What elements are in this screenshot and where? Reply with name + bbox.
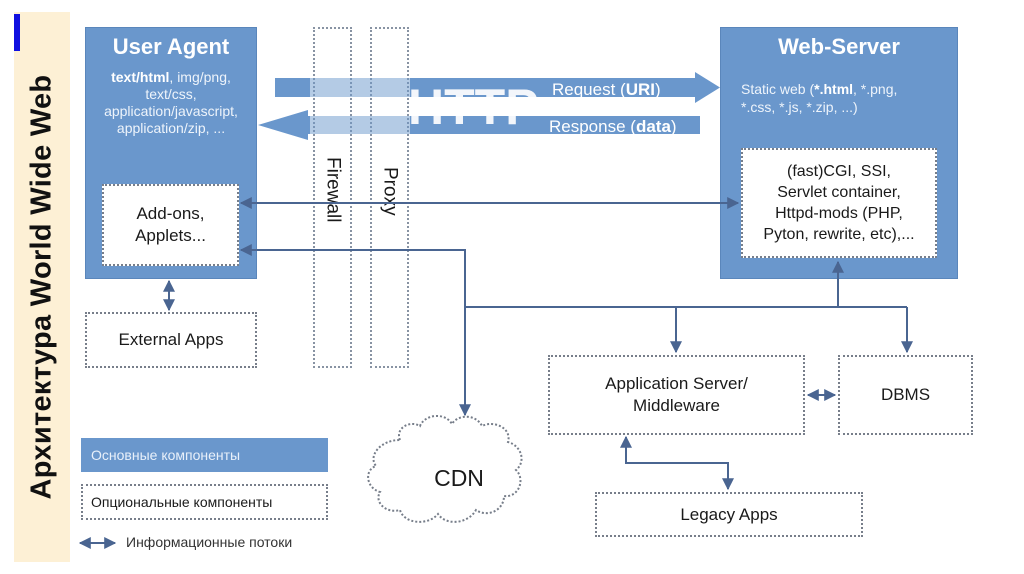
external-apps-label: External Apps bbox=[118, 330, 224, 349]
application-server-box[interactable]: Application Server/Middleware bbox=[548, 355, 805, 435]
dynamic-line4: Pyton, rewrite, etc),... bbox=[763, 226, 915, 243]
static-web-bold: *.html bbox=[814, 81, 854, 97]
http-request-arrow bbox=[275, 72, 720, 103]
http-request-label: Request (URI) bbox=[552, 80, 661, 99]
http-response-label: Response (data) bbox=[549, 117, 677, 136]
content-types-line1: , img/png, bbox=[169, 69, 231, 85]
legend-main-label: Основные компоненты bbox=[91, 447, 241, 463]
title-accent-mark bbox=[14, 14, 20, 51]
legend-optional-label: Опциональные компоненты bbox=[91, 494, 273, 510]
title-strip bbox=[14, 12, 70, 562]
cdn-cloud bbox=[367, 415, 523, 523]
dynamic-modules-box[interactable]: (fast)CGI, SSI, Servlet container, Httpd… bbox=[741, 148, 937, 258]
addons-applets-box[interactable]: Add-ons, Applets... bbox=[102, 184, 239, 266]
web-server-title: Web-Server bbox=[778, 34, 900, 59]
external-apps-box[interactable]: External Apps bbox=[85, 312, 257, 368]
addons-line2: Applets... bbox=[135, 226, 206, 245]
dbms-label: DBMS bbox=[880, 385, 931, 404]
legend-information-flows: Информационные потоки bbox=[126, 534, 292, 550]
legacy-apps-label: Legacy Apps bbox=[680, 504, 778, 524]
static-web-prefix: Static web ( bbox=[741, 81, 815, 97]
http-response-arrow bbox=[258, 110, 700, 140]
static-web-rest: , *.png, bbox=[853, 81, 898, 97]
flow-appserver-legacy bbox=[620, 435, 734, 491]
dbms-box[interactable]: DBMS bbox=[838, 355, 973, 435]
static-web-line2: *.css, *.js, *.zip, ...) bbox=[741, 99, 858, 115]
content-types-line2: text/css, bbox=[145, 86, 197, 102]
cdn-label: CDN bbox=[434, 465, 484, 491]
app-server-line1: Application Server/ bbox=[605, 374, 748, 393]
flow-addons-to-backbone bbox=[239, 244, 471, 417]
legend-main-components: Основные компоненты bbox=[81, 438, 328, 472]
legend-flows-label: Информационные потоки bbox=[126, 534, 293, 550]
dynamic-line2: Servlet container, bbox=[777, 184, 901, 201]
app-server-line2: Middleware bbox=[633, 396, 720, 415]
content-types-line4: application/zip, ... bbox=[116, 120, 226, 136]
user-agent-title: User Agent bbox=[112, 34, 230, 59]
addons-line1: Add-ons, bbox=[136, 204, 205, 223]
legacy-apps-box[interactable]: Legacy Apps bbox=[595, 492, 863, 537]
user-agent-content-types: text/html, img/png, text/css, applicatio… bbox=[86, 69, 256, 137]
content-type-primary: text/html bbox=[111, 69, 170, 85]
legend-optional-components: Опциональные компоненты bbox=[81, 484, 328, 520]
dynamic-line3: Httpd-mods (PHP, bbox=[775, 205, 903, 222]
http-label: HTTP bbox=[408, 79, 539, 135]
content-types-line3: application/javascript, bbox=[104, 103, 238, 119]
dynamic-line1: (fast)CGI, SSI, bbox=[786, 163, 891, 180]
static-web-text: Static web (*.html, *.png, *.css, *.js, … bbox=[741, 80, 957, 116]
